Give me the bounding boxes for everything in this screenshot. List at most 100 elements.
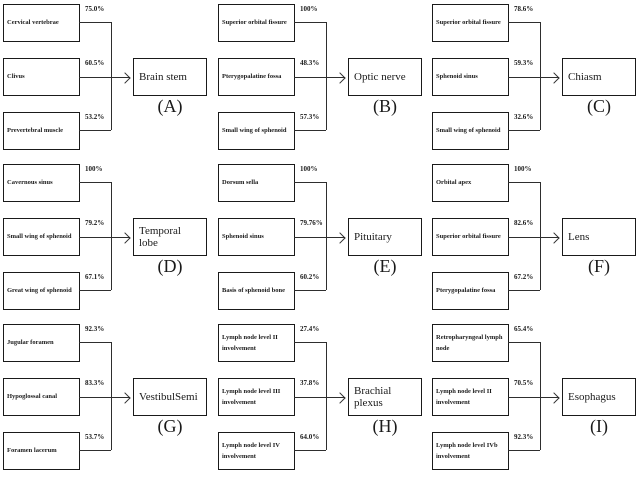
arrowhead-icon <box>119 231 131 244</box>
arrow-line <box>508 77 559 78</box>
source-label: Superior orbital fissure <box>222 19 287 27</box>
source-label: Pterygopalatine fossa <box>222 73 282 81</box>
target-label: Pituitary <box>354 230 392 243</box>
arrow-line <box>508 237 559 238</box>
percentage-label: 59.3% <box>514 59 534 67</box>
group-d: Cavernous sinus Small wing of sphenoid G… <box>0 160 215 320</box>
group-letter: (G) <box>157 416 183 436</box>
source-box: Pterygopalatine fossa <box>432 272 509 310</box>
target-box: Chiasm <box>562 58 636 96</box>
percentage-label: 100% <box>85 165 103 173</box>
target-label: Lens <box>568 230 590 243</box>
source-box: Dorsum sella <box>218 164 295 202</box>
connector-line <box>508 342 540 343</box>
percentage-label: 79.2% <box>85 219 105 227</box>
connector-line <box>79 450 111 451</box>
arrow-line <box>508 397 559 398</box>
source-label: Jugular foramen <box>7 339 54 347</box>
connector-line <box>111 342 112 450</box>
connector-line <box>79 290 111 291</box>
connector-line <box>508 130 540 131</box>
source-label: Prevertebral muscle <box>7 127 64 135</box>
source-label: Superior orbital fissure <box>436 233 501 241</box>
target-box: Pituitary <box>348 218 422 256</box>
source-label: Cervical vertebrae <box>7 19 59 27</box>
source-label: Lymph node level II involvement <box>222 333 278 352</box>
source-label: Great wing of sphenoid <box>7 287 72 295</box>
source-box: Retropharyngeal lymph node <box>432 324 509 362</box>
arrowhead-icon <box>548 231 560 244</box>
group-b: Superior orbital fissure Pterygopalatine… <box>215 0 430 160</box>
target-label: VestibulSemi <box>139 390 198 403</box>
source-label: Small wing of sphenoid <box>436 127 501 135</box>
percentage-label: 79.76% <box>300 219 323 227</box>
source-box: Basis of sphenoid bone <box>218 272 295 310</box>
arrow-line <box>79 397 130 398</box>
connector-line <box>326 342 327 450</box>
arrowhead-icon <box>119 71 131 84</box>
group-letter: (A) <box>157 96 183 116</box>
percentage-label: 100% <box>300 5 318 13</box>
connector-line <box>294 182 326 183</box>
source-label: Retropharyngeal lymph node <box>436 333 503 352</box>
target-box: Temporal lobe <box>133 218 207 256</box>
target-label: Temporal lobe <box>139 224 181 249</box>
target-box: Esophagus <box>562 378 636 416</box>
source-box: Superior orbital fissure <box>432 4 509 42</box>
percentage-label: 100% <box>514 165 532 173</box>
arrow-line <box>294 397 345 398</box>
source-box: Small wing of sphenoid <box>218 112 295 150</box>
connector-line <box>111 22 112 130</box>
source-box: Clivus <box>3 58 80 96</box>
source-box: Sphenoid sinus <box>432 58 509 96</box>
group-c: Superior orbital fissure Sphenoid sinus … <box>429 0 644 160</box>
percentage-label: 53.7% <box>85 433 105 441</box>
group-i: Retropharyngeal lymph node Lymph node le… <box>429 320 644 480</box>
target-label: Esophagus <box>568 390 616 403</box>
source-label: Pterygopalatine fossa <box>436 287 496 295</box>
connector-line <box>326 182 327 290</box>
source-label: Sphenoid sinus <box>436 73 478 81</box>
arrowhead-icon <box>334 71 346 84</box>
source-box: Superior orbital fissure <box>218 4 295 42</box>
group-e: Dorsum sella Sphenoid sinus Basis of sph… <box>215 160 430 320</box>
source-label: Dorsum sella <box>222 179 259 187</box>
connector-line <box>294 290 326 291</box>
group-letter: (E) <box>373 256 397 276</box>
group-g: Jugular foramen Hypoglossal canal Forame… <box>0 320 215 480</box>
target-box: Brain stem <box>133 58 207 96</box>
percentage-label: 75.0% <box>85 5 105 13</box>
source-box: Small wing of sphenoid <box>3 218 80 256</box>
percentage-label: 92.3% <box>85 325 105 333</box>
source-box: Pterygopalatine fossa <box>218 58 295 96</box>
percentage-label: 53.2% <box>85 113 105 121</box>
source-box: Foramen lacerum <box>3 432 80 470</box>
target-label: Brain stem <box>139 70 187 83</box>
target-box: Brachial plexus <box>348 378 422 416</box>
source-box: Cervical vertebrae <box>3 4 80 42</box>
source-label: Orbital apex <box>436 179 472 187</box>
source-box: Jugular foramen <box>3 324 80 362</box>
percentage-label: 60.5% <box>85 59 105 67</box>
percentage-label: 78.6% <box>514 5 534 13</box>
connector-line <box>294 130 326 131</box>
source-box: Sphenoid sinus <box>218 218 295 256</box>
percentage-label: 27.4% <box>300 325 320 333</box>
group-letter: (F) <box>588 256 610 276</box>
connector-line <box>508 22 540 23</box>
connector-line <box>540 182 541 290</box>
connector-line <box>540 342 541 450</box>
connector-line <box>326 22 327 130</box>
group-letter: (B) <box>373 96 397 116</box>
source-label: Basis of sphenoid bone <box>222 287 286 295</box>
group-h: Lymph node level II involvement Lymph no… <box>215 320 430 480</box>
percentage-label: 32.6% <box>514 113 534 121</box>
source-box: Hypoglossal canal <box>3 378 80 416</box>
connector-line <box>79 342 111 343</box>
source-label: Cavernous sinus <box>7 179 53 187</box>
arrow-line <box>79 77 130 78</box>
source-label: Lymph node level II involvement <box>436 387 492 406</box>
source-box: Lymph node level II involvement <box>218 324 295 362</box>
source-label: Lymph node level IVb involvement <box>436 441 498 460</box>
group-letter: (I) <box>590 416 608 436</box>
